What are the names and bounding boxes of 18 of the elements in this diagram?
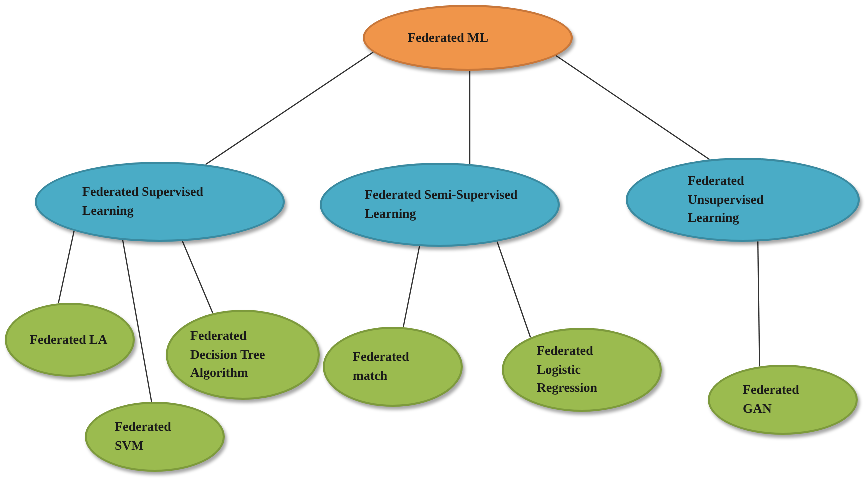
node-label: Federated Semi-Supervised Learning [364,186,519,223]
connector-line [469,71,471,164]
connector-line [402,246,420,328]
node-label: Federated Decision Tree Algorithm [190,326,266,382]
node-label: Federated ML [408,28,490,47]
node-label: Federated Supervised Learning [82,183,204,220]
connector-line [556,55,710,160]
node-label: Federated SVM [115,418,172,455]
node-label: Federated Unsupervised Learning [688,172,765,228]
node-label: Federated GAN [743,381,800,418]
connector-line [122,240,152,402]
connector-line [58,231,75,304]
node-label: Federated LA [30,330,109,349]
node-label: Federated match [353,348,410,385]
connector-line [496,242,532,338]
connector-line [758,242,760,367]
node-label: Federated Logistic Regression [537,342,598,398]
connector-line [182,241,214,314]
